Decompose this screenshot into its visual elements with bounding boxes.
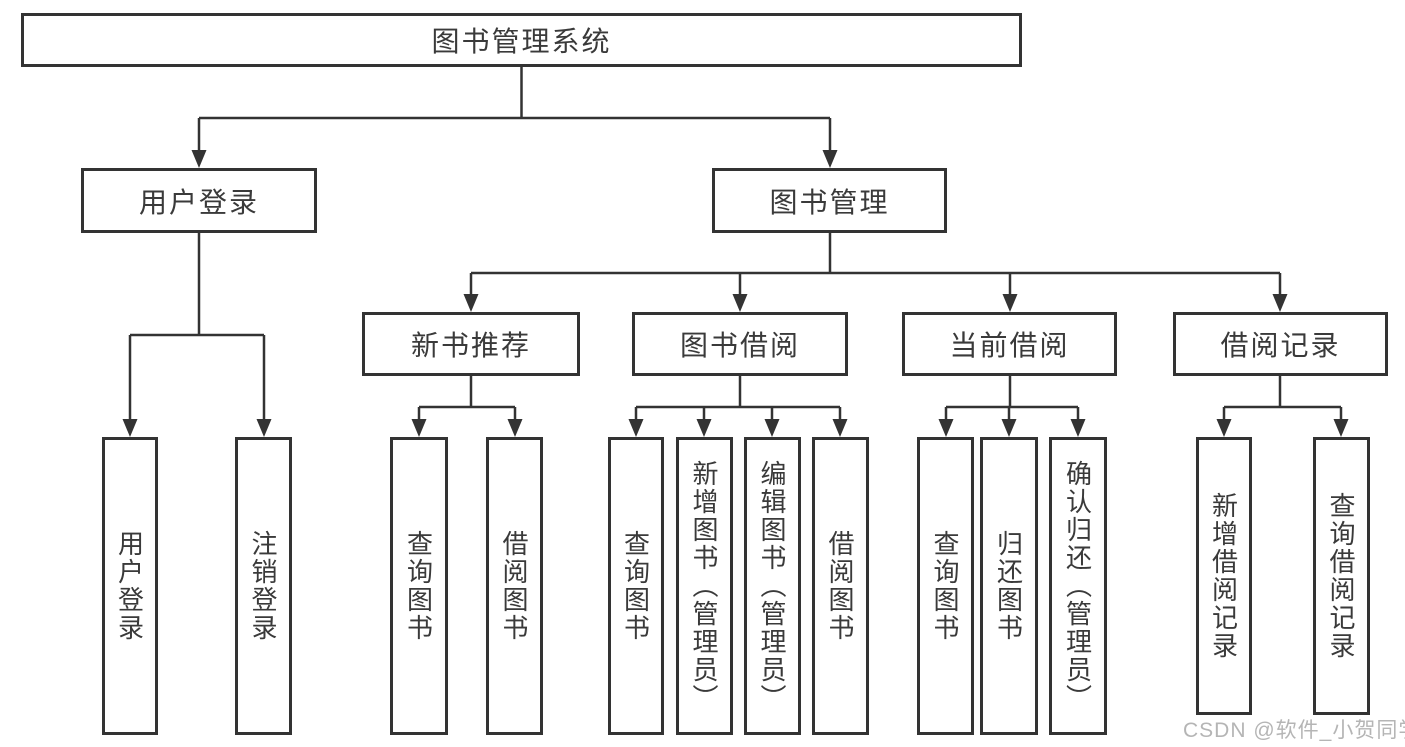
leaf-newbook-borrow-books-label: 借阅图书 [499, 530, 529, 642]
leaf-record-query-borrow-record: 查询借阅记录 [1313, 437, 1370, 715]
node-new-book-recommend-label: 新书推荐 [410, 330, 531, 361]
leaf-current-confirm-return-admin-label: 确认归还（管理员） [1062, 460, 1093, 712]
watermark-text: CSDN @软件_小贺同学 [1183, 719, 1405, 742]
leaf-borrow-edit-books-admin: 编辑图书（管理员） [744, 437, 801, 735]
node-root-system-label: 图书管理系统 [431, 26, 612, 57]
watermark: CSDN @软件_小贺同学 [1183, 714, 1405, 744]
leaf-current-query-books: 查询图书 [917, 437, 974, 735]
leaf-newbook-borrow-books: 借阅图书 [486, 437, 543, 735]
leaf-current-confirm-return-admin: 确认归还（管理员） [1049, 437, 1107, 735]
leaf-record-add-borrow-record-label: 新增借阅记录 [1208, 492, 1239, 660]
leaf-record-add-borrow-record: 新增借阅记录 [1196, 437, 1252, 715]
leaf-borrow-query-books: 查询图书 [608, 437, 664, 735]
node-root-system: 图书管理系统 [21, 13, 1022, 67]
node-user-login-label: 用户登录 [138, 186, 259, 218]
leaf-user-login: 用户登录 [102, 437, 158, 735]
node-user-login: 用户登录 [81, 168, 317, 233]
leaf-borrow-edit-books-admin-label: 编辑图书（管理员） [757, 460, 787, 712]
leaf-borrow-query-books-label: 查询图书 [620, 530, 651, 642]
leaf-borrow-borrow-books-label: 借阅图书 [825, 530, 855, 642]
node-book-borrow-label: 图书借阅 [679, 330, 800, 361]
node-current-borrow: 当前借阅 [902, 312, 1117, 376]
leaf-logout: 注销登录 [235, 437, 292, 735]
node-book-borrow: 图书借阅 [632, 312, 848, 376]
leaf-current-return-books-label: 归还图书 [993, 530, 1024, 642]
node-borrow-record: 借阅记录 [1173, 312, 1388, 376]
leaf-user-login-label: 用户登录 [114, 530, 145, 642]
leaf-borrow-add-books-admin-label: 新增图书（管理员） [689, 460, 719, 712]
leaf-logout-label: 注销登录 [248, 530, 278, 642]
node-current-borrow-label: 当前借阅 [949, 330, 1070, 361]
arrowhead-icons [122, 150, 1349, 437]
node-borrow-record-label: 借阅记录 [1220, 330, 1341, 361]
leaf-newbook-query-books-label: 查询图书 [403, 530, 434, 642]
leaf-current-query-books-label: 查询图书 [930, 530, 960, 642]
node-book-management: 图书管理 [712, 168, 947, 233]
node-book-management-label: 图书管理 [769, 186, 890, 218]
leaf-record-query-borrow-record-label: 查询借阅记录 [1326, 492, 1356, 660]
leaf-borrow-borrow-books: 借阅图书 [812, 437, 869, 735]
leaf-borrow-add-books-admin: 新增图书（管理员） [676, 437, 733, 735]
leaf-current-return-books: 归还图书 [980, 437, 1038, 735]
node-new-book-recommend: 新书推荐 [362, 312, 580, 376]
leaf-newbook-query-books: 查询图书 [390, 437, 448, 735]
